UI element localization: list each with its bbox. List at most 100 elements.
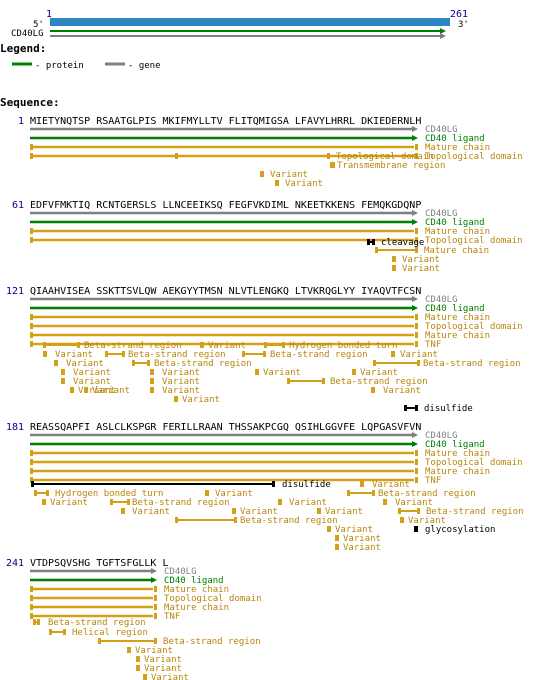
track-start-tick	[30, 153, 33, 159]
sequence-text: REASSQAPFI ASLCLKSPGR FERILLRAAN THSSAKP…	[30, 422, 421, 433]
feature-span-start	[242, 351, 245, 357]
feature-span-end	[46, 490, 49, 496]
track-start-tick	[30, 477, 33, 483]
feature-label: Variant	[50, 498, 88, 508]
feature-label: Beta-strand region	[426, 507, 524, 517]
variant-marker	[383, 499, 387, 505]
feature-span-end	[415, 405, 418, 411]
feature-label: disulfide	[424, 404, 473, 414]
sequence-text: VTDPSQVSHG TGFTSFGLLK L	[30, 558, 168, 569]
track-label: Topological domain	[425, 322, 523, 332]
feature-span-end	[372, 239, 375, 245]
track-start-tick	[30, 613, 33, 619]
sequence-block: 61 EDFVFMKTIQ RCNTGERSLS LLNCEEIKSQ FEGFV…	[12, 200, 523, 274]
block-start-number: 61	[12, 200, 24, 211]
track-start-tick	[30, 228, 33, 234]
feature-span-start	[105, 351, 108, 357]
variant-marker	[54, 360, 58, 366]
track-label: Topological domain	[425, 152, 523, 162]
feature-label: Hydrogen bonded turn	[289, 341, 397, 351]
track-end-tick	[415, 341, 418, 347]
variant-marker	[150, 378, 154, 384]
feature-label: Helical region	[72, 628, 148, 638]
feature-label: Transmembrane region	[337, 161, 445, 171]
variant-marker	[392, 256, 396, 262]
feature-label: Variant	[66, 359, 104, 369]
feature-label: Variant	[182, 395, 220, 405]
feature-span-start	[398, 508, 401, 514]
sequence-text: EDFVFMKTIQ RCNTGERSLS LLNCEEIKSQ FEGFVKD…	[30, 200, 421, 211]
feature-span-end	[263, 351, 266, 357]
feature-label: Variant	[78, 386, 116, 396]
legend-title: Legend:	[0, 42, 46, 55]
feature-span-end	[154, 638, 157, 644]
track-end-tick	[415, 450, 418, 456]
variant-marker	[400, 517, 404, 523]
track-end-tick	[415, 153, 418, 159]
feature-label: Variant	[162, 368, 200, 378]
feature-label: Beta-strand region	[132, 498, 230, 508]
feature-label: Beta-strand region	[163, 637, 261, 647]
feature-span-start	[375, 247, 378, 253]
feature-label: Variant	[92, 386, 130, 396]
feature-label: Variant	[132, 507, 170, 517]
feature-span-end	[147, 360, 150, 366]
feature-span-end	[272, 481, 275, 487]
variant-marker	[335, 535, 339, 541]
feature-span-start	[175, 517, 178, 523]
track-arrow-icon	[412, 210, 418, 216]
feature-span-start	[404, 405, 407, 411]
feature-span-end	[122, 351, 125, 357]
track-start-tick	[30, 237, 33, 243]
track-end-tick	[415, 314, 418, 320]
feature-label: Variant	[144, 655, 182, 665]
feature-label: Beta-strand region	[378, 489, 476, 499]
overview-gene-arrow-icon	[440, 33, 446, 39]
track-label: Mature chain	[425, 143, 490, 153]
gene-overview: 1 261 5' 3' CD40LG	[11, 9, 469, 39]
feature-span-start	[98, 638, 101, 644]
track-label: CD40 ligand	[425, 304, 485, 314]
variant-marker	[150, 387, 154, 393]
track-arrow-icon	[412, 219, 418, 225]
feature-span-end	[282, 342, 285, 348]
feature-label: Variant	[383, 386, 421, 396]
track-arrow-icon	[412, 135, 418, 141]
feature-span-start	[373, 360, 376, 366]
track-end-tick	[415, 332, 418, 338]
track-start-tick	[30, 323, 33, 329]
feature-span-start	[34, 490, 37, 496]
track-label: Mature chain	[164, 603, 229, 613]
variant-marker	[84, 387, 88, 393]
feature-span-end	[322, 378, 325, 384]
feature-label: Beta-strand region	[48, 618, 146, 628]
track-label: Mature chain	[164, 585, 229, 595]
feature-span-start	[110, 499, 113, 505]
feature-label: Mature chain	[424, 246, 489, 256]
track-end-tick	[154, 586, 157, 592]
feature-label: Variant	[408, 516, 446, 526]
feature-span-start	[264, 342, 267, 348]
track-label: Mature chain	[425, 313, 490, 323]
feature-span-start	[132, 360, 135, 366]
track-arrow-icon	[412, 126, 418, 132]
feature-span-end	[77, 342, 80, 348]
variant-marker	[136, 665, 140, 671]
feature-label: Variant	[135, 646, 173, 656]
variant-marker	[43, 351, 47, 357]
feature-span-start	[49, 629, 52, 635]
feature-label: Variant	[285, 179, 323, 189]
feature-span-end	[332, 162, 335, 168]
feature-span-end	[417, 508, 420, 514]
feature-span-start	[287, 378, 290, 384]
track-start-tick	[30, 341, 33, 347]
block-start-number: 121	[6, 286, 24, 297]
track-label: Topological domain	[164, 594, 262, 604]
variant-marker	[278, 499, 282, 505]
feature-label: Variant	[325, 507, 363, 517]
feature-label: Hydrogen bonded turn	[55, 489, 163, 499]
track-label: CD40 ligand	[425, 440, 485, 450]
